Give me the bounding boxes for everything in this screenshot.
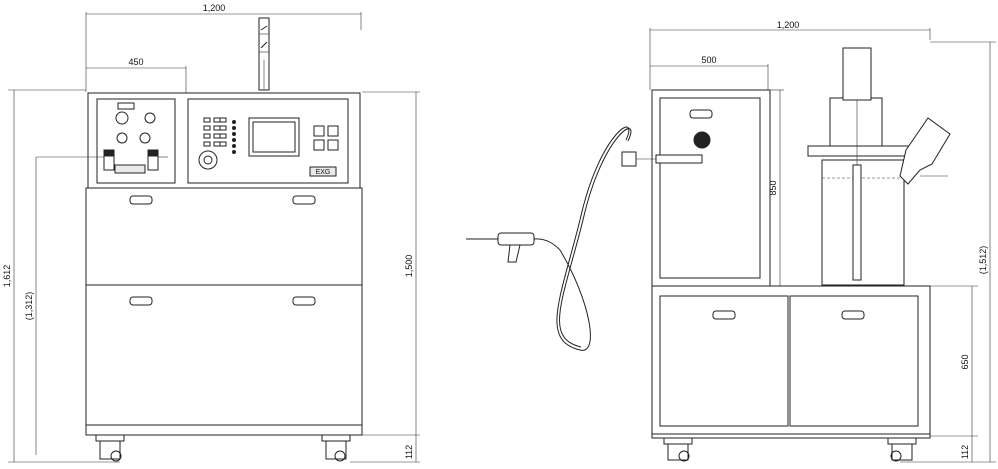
caster-left xyxy=(95,434,125,462)
front-inner-height-dim: (1,312) xyxy=(24,292,34,321)
handle-icon xyxy=(129,195,153,205)
base-frame xyxy=(85,424,363,436)
switch-column xyxy=(203,117,236,154)
side-overall-height-dim: (1,512) xyxy=(978,246,988,275)
touch-screen xyxy=(248,117,300,157)
side-upper-height-dim: 850 xyxy=(768,180,778,195)
caster-right xyxy=(321,434,351,462)
dispense-gun xyxy=(466,232,561,263)
front-body-height-dim: 1,500 xyxy=(404,255,414,278)
handle-icon xyxy=(689,109,713,119)
material-hose xyxy=(556,126,630,351)
control-buttons xyxy=(313,125,339,151)
emergency-stop-icon xyxy=(198,150,218,170)
side-view: 1,200 500 xyxy=(466,20,996,463)
handle-icon xyxy=(712,310,736,320)
caster-right xyxy=(887,437,917,462)
caster-left xyxy=(663,437,693,462)
signal-tower xyxy=(258,17,270,91)
front-panel-width-dim: 450 xyxy=(128,57,143,67)
side-width-dim: 1,200 xyxy=(777,20,800,30)
pump-motor-icon xyxy=(693,131,711,149)
front-view: 1,200 450 xyxy=(2,3,420,463)
material-tank xyxy=(821,159,905,286)
air-regulator-left xyxy=(35,149,115,455)
hopper xyxy=(899,117,951,185)
side-base-frame xyxy=(651,433,931,439)
tank-lid xyxy=(807,145,919,157)
lower-cabinet xyxy=(85,284,363,426)
side-lower-height-dim: 650 xyxy=(960,354,970,369)
side-caster-height-dim: 112 xyxy=(960,445,970,459)
handle-icon xyxy=(292,296,316,306)
side-cabinet-width-dim: 500 xyxy=(701,55,716,65)
air-regulator-right xyxy=(147,149,168,171)
handle-icon xyxy=(841,310,865,320)
front-caster-height-dim: 112 xyxy=(404,445,414,459)
agitator-motor xyxy=(842,47,872,101)
panel-logo: EXG xyxy=(316,169,331,176)
upper-cabinet xyxy=(85,187,363,286)
handle-icon xyxy=(292,195,316,205)
handle-icon xyxy=(129,296,153,306)
front-width-dim: 1,200 xyxy=(203,3,226,13)
pressure-gauge-icon xyxy=(115,111,129,125)
front-overall-height-dim: 1,612 xyxy=(2,265,12,288)
